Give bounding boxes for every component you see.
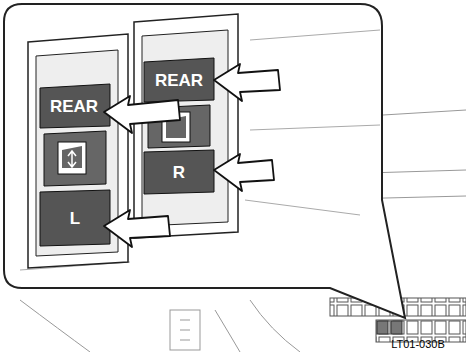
button-label: R — [173, 164, 185, 181]
left-switch — [377, 321, 388, 334]
callout-bubble — [4, 4, 405, 318]
right-switch — [391, 321, 402, 334]
button-label: L — [70, 210, 80, 227]
right-switch-panel — [134, 14, 238, 238]
button-label: REAR — [50, 98, 98, 115]
figure-code: LT01-030B — [391, 339, 445, 350]
push-arrows — [104, 64, 280, 247]
button-label: REAR — [155, 72, 203, 89]
